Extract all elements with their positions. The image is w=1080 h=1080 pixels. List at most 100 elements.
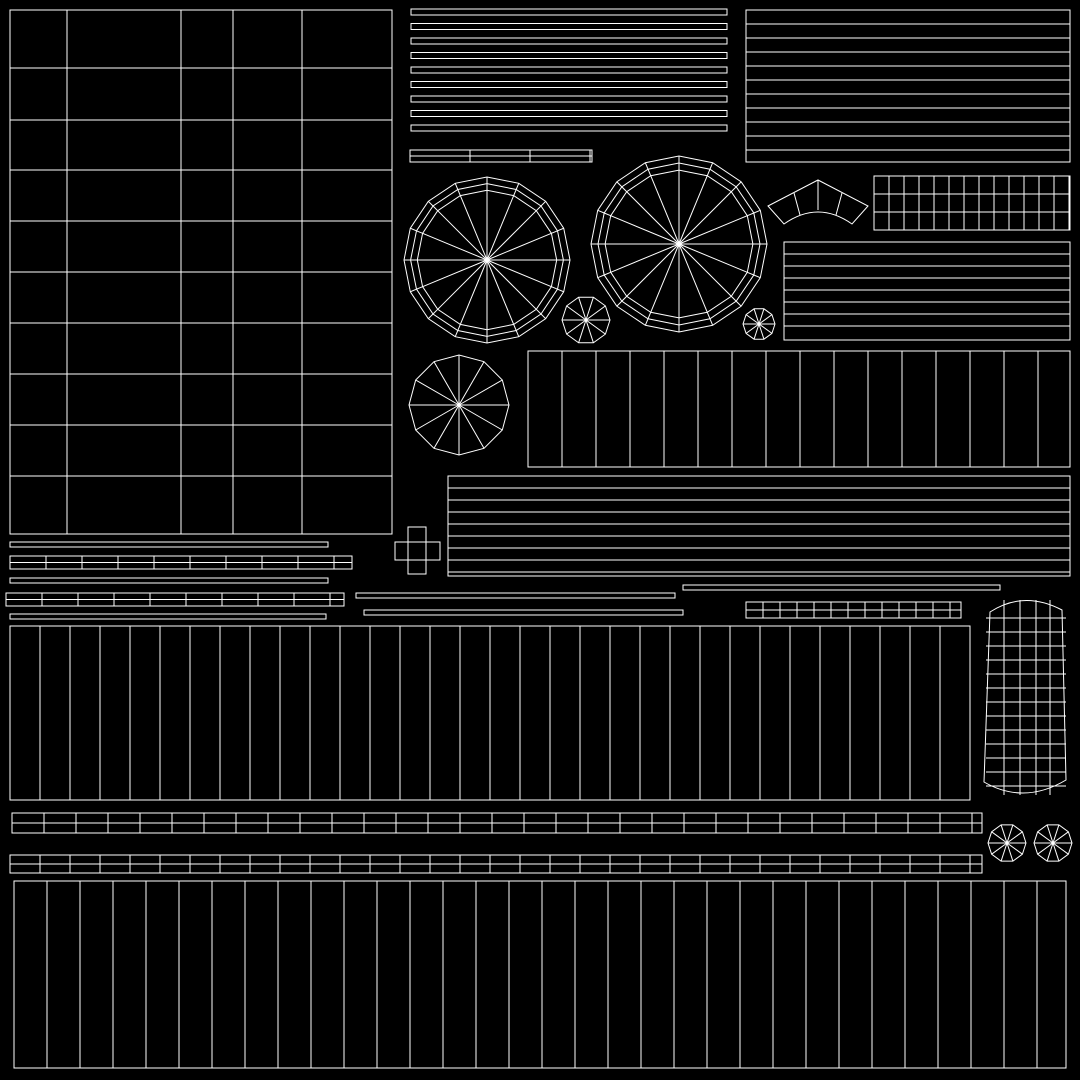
- uv-shell-bottom-block: [13, 880, 1067, 1069]
- uv-edge: [1006, 842, 1014, 862]
- uv-edge: [616, 300, 623, 307]
- uv-edge: [604, 212, 611, 217]
- uv-shell-outline: [9, 577, 329, 584]
- uv-edge: [610, 215, 680, 245]
- uv-edge: [535, 205, 542, 212]
- uv-edge: [585, 319, 594, 343]
- uv-shell-small-grid: [873, 175, 1071, 231]
- uv-shell-outline: [527, 350, 1071, 468]
- uv-edge: [1046, 824, 1054, 844]
- uv-edge: [416, 230, 423, 234]
- uv-shell-outline: [983, 600, 1067, 794]
- uv-edge: [437, 259, 488, 310]
- uv-shell-left-strips: [9, 541, 1001, 620]
- uv-shell-top-right: [745, 9, 1071, 163]
- uv-edge: [535, 308, 542, 315]
- uv-edge: [621, 295, 628, 302]
- uv-edge: [415, 379, 460, 406]
- uv-shell-outline: [9, 613, 327, 620]
- uv-edge: [709, 318, 714, 326]
- uv-edge: [454, 330, 459, 337]
- uv-shell-outline: [410, 37, 728, 45]
- uv-edge: [557, 288, 564, 293]
- uv-edge: [793, 192, 801, 216]
- uv-edge: [540, 313, 547, 320]
- uv-edge: [753, 323, 760, 340]
- uv-edge: [678, 243, 748, 273]
- uv-shell-outline: [394, 526, 441, 575]
- uv-shell-outline: [745, 9, 1071, 163]
- uv-edge: [678, 243, 732, 297]
- uv-edge: [626, 243, 680, 297]
- uv-edge: [432, 308, 439, 315]
- uv-shell-outline: [410, 23, 728, 30]
- uv-edge: [644, 162, 649, 170]
- uv-shell-large-vertical: [9, 625, 971, 801]
- uv-edge: [597, 274, 605, 279]
- uv-edge: [585, 305, 606, 321]
- uv-shell-outline: [410, 81, 728, 88]
- uv-shell-outline: [767, 179, 869, 225]
- uv-edge: [758, 323, 773, 334]
- uv-edge: [747, 212, 754, 217]
- uv-edge: [991, 842, 1008, 855]
- uv-edge: [486, 259, 515, 325]
- uv-edge: [1052, 824, 1060, 844]
- uv-edge: [486, 259, 552, 288]
- uv-shell-strip: [5, 592, 345, 607]
- uv-edge: [621, 186, 628, 193]
- uv-edge: [647, 312, 652, 319]
- uv-edge: [459, 195, 488, 261]
- uv-shell-outline: [410, 124, 728, 132]
- uv-edge: [1046, 842, 1054, 862]
- uv-edge: [745, 314, 760, 325]
- uv-edge: [410, 227, 417, 232]
- uv-edge: [557, 227, 564, 232]
- uv-edge: [709, 162, 714, 170]
- uv-edge: [678, 175, 708, 245]
- uv-shell-disc-5: [408, 354, 510, 456]
- uv-edge: [835, 192, 843, 216]
- uv-shell-outline: [783, 241, 1071, 341]
- uv-edge: [578, 319, 587, 343]
- uv-edge: [486, 210, 537, 261]
- uv-edge: [513, 324, 517, 331]
- uv-shell-strip: [745, 601, 962, 619]
- uv-shell-outline: [873, 175, 1071, 231]
- uv-shell-disc-7: [1033, 824, 1073, 862]
- uv-edge: [706, 169, 711, 176]
- uv-edge: [650, 243, 680, 313]
- uv-shell-vertical-block: [527, 350, 1071, 468]
- uv-edge: [604, 271, 611, 276]
- uv-edge: [735, 181, 742, 188]
- uv-edge: [427, 313, 434, 320]
- uv-shell-thin-strips: [410, 8, 728, 132]
- uv-edge: [540, 200, 547, 207]
- uv-shell-outline: [410, 95, 728, 103]
- uv-edge: [991, 831, 1008, 844]
- uv-edge: [1037, 831, 1054, 844]
- uv-edge: [647, 169, 652, 176]
- uv-edge: [454, 183, 459, 190]
- uv-edge: [486, 195, 515, 261]
- uv-shell-long-strip-2: [9, 854, 983, 874]
- uv-edge: [616, 181, 623, 188]
- uv-edge: [457, 189, 461, 196]
- uv-edge: [458, 404, 485, 449]
- uv-edge: [1006, 831, 1023, 844]
- uv-edge: [1006, 824, 1014, 844]
- uv-shell-outline: [13, 880, 1067, 1069]
- uv-shell-mid-right: [783, 241, 1071, 341]
- uv-edge: [745, 323, 760, 334]
- uv-shell-outline: [682, 584, 1001, 591]
- uv-edge: [459, 259, 488, 325]
- uv-edge: [585, 319, 606, 335]
- uv-edge: [433, 404, 460, 449]
- uv-edge: [706, 312, 711, 319]
- uv-edge: [644, 318, 649, 326]
- uv-shell-outline: [410, 110, 728, 117]
- uv-edge: [458, 404, 503, 431]
- uv-edge: [758, 314, 773, 325]
- uv-edge: [730, 295, 737, 302]
